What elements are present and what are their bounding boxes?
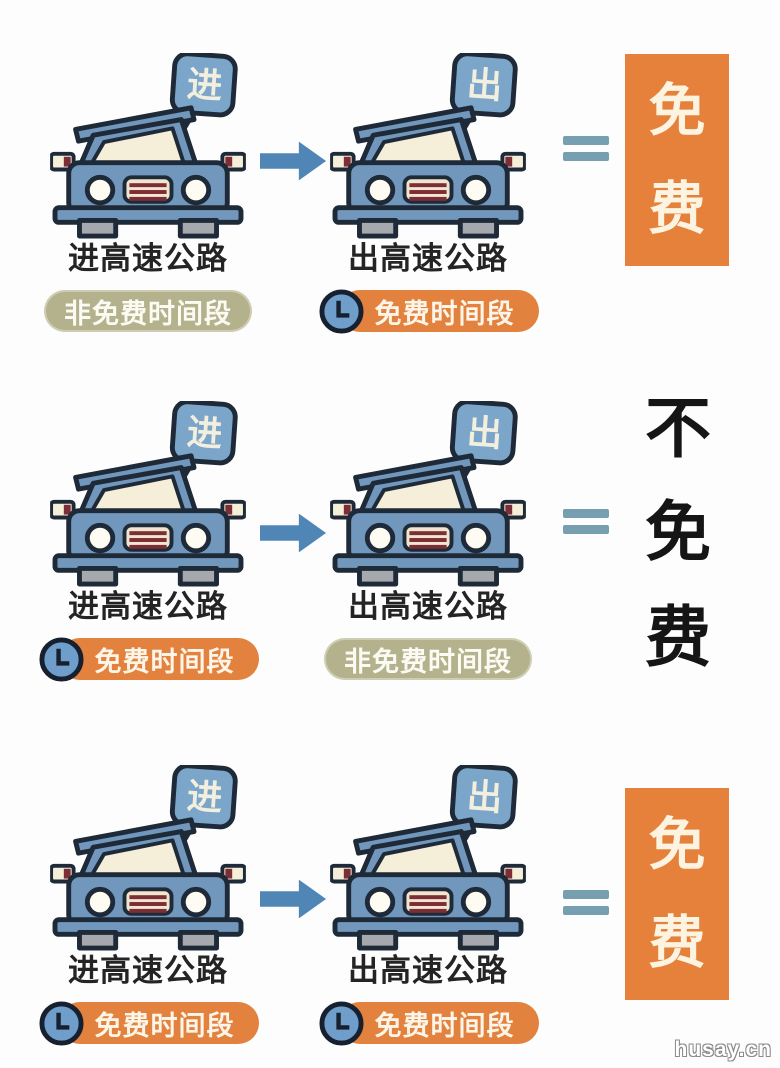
car-front-icon: 进	[50, 53, 246, 239]
time-period-badge: 免费时间段	[38, 635, 259, 683]
exit-car-group: 出 出高速公路 非免费时间段	[318, 388, 538, 683]
time-period-badge: 非免费时间段	[38, 287, 258, 335]
enter-car-group: 进 进高速公路 非免费时间段	[38, 40, 258, 335]
car-caption: 出高速公路	[348, 241, 508, 276]
result-free-block: 免费	[625, 54, 729, 266]
time-period-badge: 免费时间段	[318, 287, 539, 335]
car-caption: 出高速公路	[348, 589, 508, 624]
badge-label: 免费时间段	[58, 638, 259, 680]
badge-label: 免费时间段	[58, 1002, 259, 1044]
badge-label: 免费时间段	[338, 1002, 539, 1044]
result-label: 免费	[648, 813, 706, 976]
badge-label: 非免费时间段	[324, 638, 532, 680]
scenario-row-3: 进 进高速公路 免费时间段 出 出高速公路 免费时间段	[0, 752, 780, 1068]
car-caption: 进高速公路	[68, 589, 228, 624]
enter-car-group: 进 进高速公路 免费时间段	[38, 752, 259, 1047]
result-label: 不免费	[644, 391, 711, 674]
watermark: husay.cn	[674, 1038, 772, 1061]
car-caption: 进高速公路	[68, 241, 228, 276]
badge-label: 免费时间段	[338, 290, 539, 332]
equals-sign	[563, 136, 609, 161]
equals-sign	[563, 890, 609, 915]
car-caption: 出高速公路	[348, 953, 508, 988]
time-period-badge: 免费时间段	[318, 999, 539, 1047]
badge-label: 非免费时间段	[44, 290, 252, 332]
roof-sign-label: 进	[186, 777, 224, 818]
scenario-row-1: 进 进高速公路 非免费时间段 出 出高速公路 免费时间段 免费	[0, 40, 780, 376]
car-front-icon: 进	[50, 401, 246, 587]
clock-icon	[38, 636, 85, 683]
scenario-row-2: 进 进高速公路 免费时间段 出 出高速公路 非免费时间段 不免费	[0, 388, 780, 724]
clock-icon	[38, 1000, 85, 1047]
enter-car-group: 进 进高速公路 免费时间段	[38, 388, 259, 683]
roof-sign-label: 进	[186, 413, 224, 454]
car-front-icon: 出	[330, 53, 526, 239]
roof-sign-label: 进	[186, 65, 224, 106]
time-period-badge: 免费时间段	[38, 999, 259, 1047]
result-label: 免费	[648, 79, 706, 242]
clock-icon	[318, 288, 365, 335]
result-not-free: 不免费	[628, 376, 728, 689]
roof-sign-label: 出	[466, 777, 504, 818]
roof-sign-label: 出	[466, 65, 504, 106]
car-front-icon: 出	[330, 765, 526, 951]
equals-sign	[563, 509, 609, 534]
exit-car-group: 出 出高速公路 免费时间段	[318, 40, 539, 335]
exit-car-group: 出 出高速公路 免费时间段	[318, 752, 539, 1047]
roof-sign-label: 出	[466, 413, 504, 454]
car-caption: 进高速公路	[68, 953, 228, 988]
time-period-badge: 非免费时间段	[318, 635, 538, 683]
result-free-block: 免费	[625, 788, 729, 1000]
car-front-icon: 进	[50, 765, 246, 951]
car-front-icon: 出	[330, 401, 526, 587]
clock-icon	[318, 1000, 365, 1047]
